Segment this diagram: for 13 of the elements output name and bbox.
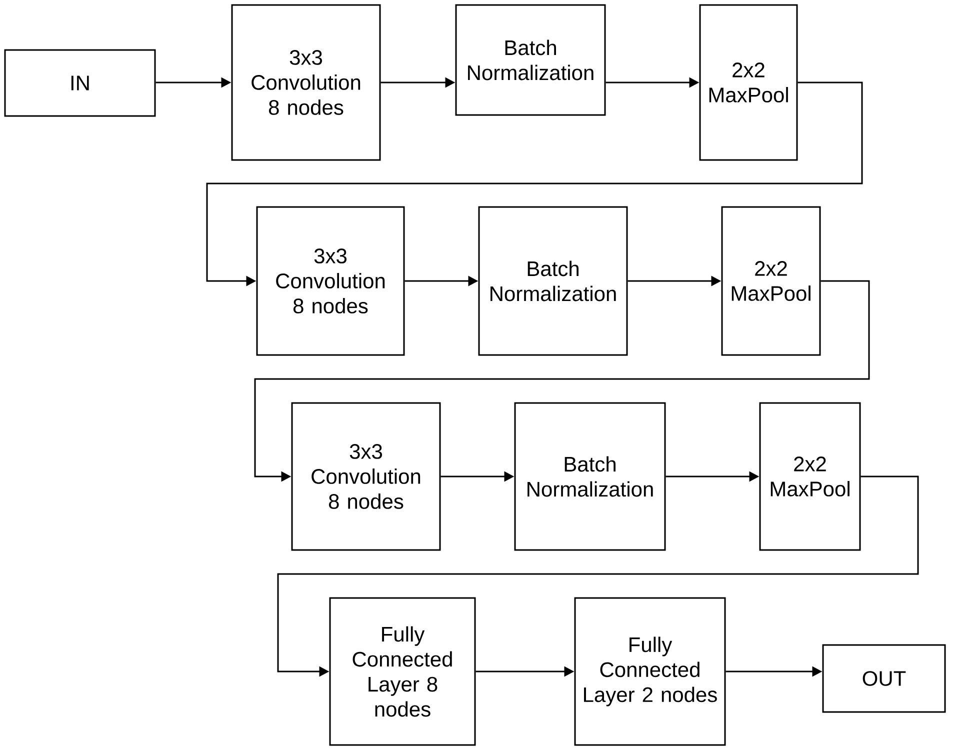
layer-box: Batch Normalization — [514, 402, 666, 551]
layer-box: 3x3 Convolution 8 nodes — [256, 206, 405, 356]
layer-box: Batch Normalization — [455, 4, 606, 116]
layer-box: Batch Normalization — [478, 206, 628, 356]
layer-box: 3x3 Convolution 8 nodes — [291, 402, 441, 551]
layer-box: 2x2 MaxPool — [759, 402, 861, 551]
layer-box: 2x2 MaxPool — [699, 4, 798, 161]
layer-box: IN — [4, 49, 156, 117]
layer-box: Fully Connected Layer 2 nodes — [574, 597, 726, 746]
layer-box: Fully Connected Layer 8 nodes — [329, 597, 476, 746]
layer-box: 2x2 MaxPool — [721, 206, 821, 356]
layer-box: OUT — [822, 644, 946, 713]
layer-box: 3x3 Convolution 8 nodes — [231, 4, 381, 161]
